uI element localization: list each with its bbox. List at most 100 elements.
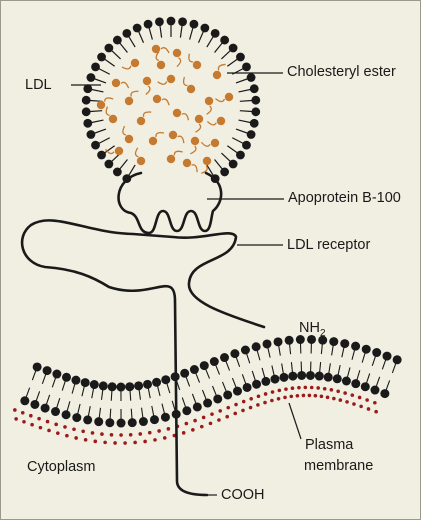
membrane-lipid-head <box>32 362 42 372</box>
cholesteryl-ester-head <box>204 96 214 106</box>
lipid-tail <box>111 50 121 60</box>
membrane-lipid-head <box>307 334 317 344</box>
membrane-lipid-head <box>52 369 62 379</box>
cholesteryl-ester-head <box>172 48 182 58</box>
lipid-head <box>242 62 251 72</box>
cholesteryl-ester-head <box>111 78 121 88</box>
membrane-lipid-head <box>252 379 262 389</box>
membrane-lipid-head <box>361 344 371 354</box>
cytoplasm-dot <box>270 398 274 403</box>
cholesteryl-ester-head <box>136 156 146 166</box>
apoprotein-label: Apoprotein B-100 <box>288 190 401 206</box>
ldl-label: LDL <box>25 77 52 93</box>
ester-tail <box>200 141 211 147</box>
cytoplasm-dot <box>54 422 58 427</box>
ester-tail <box>182 76 188 87</box>
membrane-lipid-head <box>71 375 81 385</box>
membrane-lipid-head <box>232 386 242 396</box>
cholesteryl-ester-label: Cholesteryl ester <box>287 64 396 80</box>
cytoplasm-label: Cytoplasm <box>27 459 96 475</box>
cytoplasm-dot <box>319 394 324 399</box>
membrane-lipid-head <box>262 339 272 349</box>
membrane-lipid-head <box>209 357 219 367</box>
cytoplasm-dot <box>65 433 69 438</box>
ester-tail <box>145 85 151 96</box>
cytoplasm-dot <box>218 409 223 413</box>
cytoplasm-dot <box>20 411 25 415</box>
membrane-lipid-head <box>314 371 324 381</box>
membrane-lipid-head <box>182 406 192 416</box>
lipid-tail <box>104 58 115 67</box>
apoprotein-b100-line <box>117 171 223 235</box>
membrane-lipid-head <box>72 413 82 423</box>
cytoplasm-dot <box>93 439 98 444</box>
lipid-head <box>132 23 142 33</box>
cytoplasm-dot <box>199 424 204 429</box>
cytoplasm-dot <box>193 418 197 423</box>
ester-tail <box>134 147 139 158</box>
cytoplasm-dot <box>45 419 50 424</box>
cytoplasm-dot <box>103 440 107 445</box>
cytoplasm-dot <box>366 407 371 411</box>
membrane-lipid-head <box>116 418 126 428</box>
cytoplasm-dot <box>14 417 18 421</box>
cytoplasm-dot <box>301 393 306 398</box>
lipid-tail <box>159 25 163 38</box>
cytoplasm-dot <box>357 395 362 400</box>
lipid-head <box>155 17 164 27</box>
cytoplasm-dots <box>13 385 378 445</box>
lipid-tail <box>239 99 252 102</box>
membrane-lipid-head <box>180 368 190 378</box>
membrane-lipid-head <box>127 418 137 428</box>
cholesteryl-ester-head <box>172 108 182 118</box>
plasma-label: Plasma <box>305 437 354 453</box>
cytoplasm-dot <box>184 421 189 426</box>
cytoplasm-dot <box>263 400 267 405</box>
ester-tail <box>104 97 114 102</box>
lipid-head <box>228 43 238 53</box>
lipid-head <box>249 118 259 128</box>
ester-tail <box>155 132 165 138</box>
cytoplasm-dot <box>191 428 195 432</box>
cytoplasm-dot <box>90 431 95 435</box>
cytoplasm-dot <box>270 390 275 394</box>
membrane-lipid-head <box>20 396 30 406</box>
lipid-head <box>236 150 245 160</box>
lipid-head <box>81 107 91 117</box>
lipid-tail <box>98 137 111 144</box>
membrane-lipid-head <box>340 339 350 349</box>
cytoplasm-dot <box>350 393 355 397</box>
membrane-lipid-head <box>273 337 283 347</box>
lipid-tail <box>104 145 115 154</box>
cytoplasm-dot <box>249 396 253 401</box>
membrane-lipid-head <box>305 370 315 380</box>
cholesteryl-ester-head <box>216 116 226 126</box>
membrane-lipid-head <box>288 371 298 381</box>
ester-tail <box>195 123 202 133</box>
membrane-lipid-head <box>297 370 307 380</box>
cytoplasm-dot <box>147 430 152 435</box>
lipid-tail <box>221 152 231 162</box>
cytoplasm-dot <box>263 392 268 396</box>
membrane-lipid-head <box>160 412 170 422</box>
cytoplasm-dot <box>241 399 246 404</box>
cytoplasm-dot <box>37 416 41 421</box>
ester-tail <box>157 81 168 85</box>
lipid-head <box>83 118 93 128</box>
label-leader-lines <box>71 72 302 496</box>
lipid-head <box>83 84 93 94</box>
nh2-subscript: 2 <box>319 328 326 339</box>
membrane-lipid-head <box>382 351 392 361</box>
lipid-head <box>91 140 100 150</box>
cytoplasm-dot <box>276 396 281 401</box>
lipid-head <box>251 95 261 105</box>
cytoplasm-dot <box>322 386 327 391</box>
cytoplasm-dot <box>256 403 260 407</box>
lipid-tail <box>227 145 238 154</box>
cytoplasm-dot <box>316 386 320 390</box>
cytoplasm-dot <box>309 385 314 390</box>
cytoplasm-dot <box>307 393 312 398</box>
cytoplasm-dot <box>325 395 330 400</box>
lipid-head <box>200 23 210 33</box>
cytoplasm-dot <box>234 402 238 407</box>
